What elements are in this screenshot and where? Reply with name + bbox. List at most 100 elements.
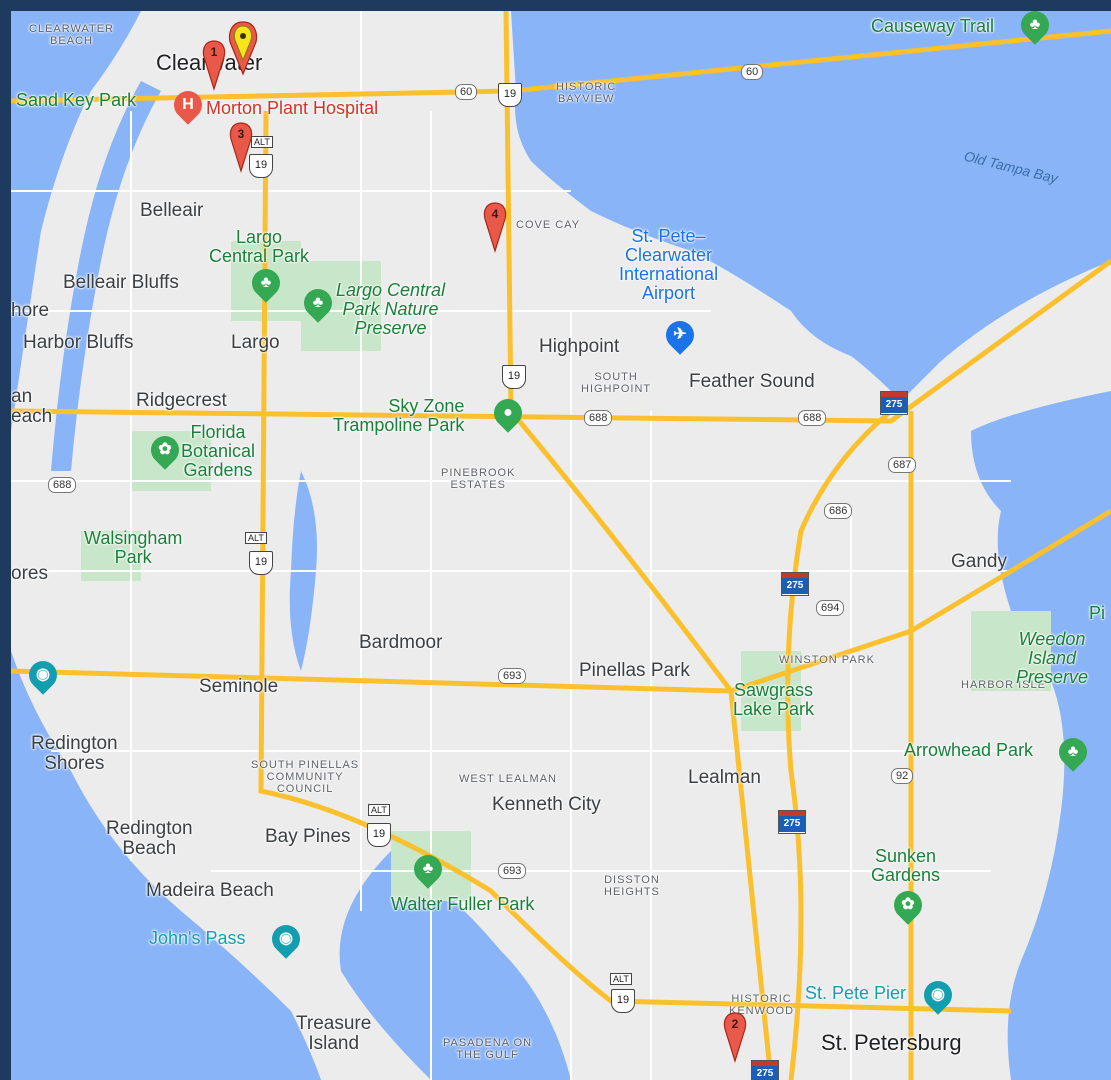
marker-3-label: 3 xyxy=(238,127,245,141)
route-92-shield: 92 xyxy=(891,768,914,784)
pier-camera-icon[interactable]: ◉ xyxy=(918,975,958,1015)
label-redington-beach: Redington Beach xyxy=(106,818,193,859)
label-walsingham-park[interactable]: Walsingham Park xyxy=(84,528,183,567)
map-canvas[interactable]: Clearwater St. Petersburg Largo Belleair… xyxy=(11,11,1111,1080)
label-pi-partial: Pi xyxy=(1089,603,1106,623)
arrowhead-tree-icon[interactable]: ♣ xyxy=(1053,732,1093,772)
sunken-gardens-icon[interactable]: ✿ xyxy=(888,885,928,925)
map-base-layer xyxy=(11,11,1111,1080)
i275-shield-mid: 275 xyxy=(781,572,809,596)
label-sawgrass-lake[interactable]: Sawgrass Lake Park xyxy=(733,680,815,719)
route-693-shield: 693 xyxy=(498,668,527,684)
label-harbor-isle: HARBOR ISLE xyxy=(961,679,1046,691)
alt-19-tag-bay-pines: ALT xyxy=(368,804,390,816)
label-clearwater-beach: CLEARWATER BEACH xyxy=(29,23,114,47)
label-seminole: Seminole xyxy=(199,676,279,697)
route-688-shield-west: 688 xyxy=(48,477,77,493)
label-largo-nature-preserve[interactable]: Largo Central Park Nature Preserve xyxy=(336,280,446,338)
label-bay-pines: Bay Pines xyxy=(265,826,351,847)
label-belleair-bluffs: Belleair Bluffs xyxy=(63,272,179,293)
label-pinellas-park: Pinellas Park xyxy=(579,660,690,681)
label-south-pinellas: SOUTH PINELLAS COMMUNITY COUNCIL xyxy=(251,759,360,795)
us-19-shield-bay-pines: 19 xyxy=(367,823,391,847)
park-tree-icon[interactable]: ♣ xyxy=(246,263,286,303)
label-morton-plant[interactable]: Morton Plant Hospital xyxy=(206,98,379,118)
alt-19-tag: ALT xyxy=(245,532,267,544)
label-ridgecrest: Ridgecrest xyxy=(136,390,227,411)
label-florida-botanical[interactable]: Florida Botanical Gardens xyxy=(181,422,256,480)
label-gandy: Gandy xyxy=(951,551,1007,572)
botanical-garden-icon[interactable]: ✿ xyxy=(145,430,185,470)
label-st-pete-pier[interactable]: St. Pete Pier xyxy=(805,983,907,1003)
alt-19-tag-north: ALT xyxy=(251,136,273,148)
label-feather-sound: Feather Sound xyxy=(689,371,815,392)
label-beach-partial: an each xyxy=(11,386,53,427)
label-treasure-island: Treasure Island xyxy=(296,1013,372,1054)
label-shore-partial: hore xyxy=(11,300,50,321)
label-walter-fuller[interactable]: Walter Fuller Park xyxy=(391,894,535,914)
sky-zone-pin-icon[interactable]: ● xyxy=(488,393,528,433)
label-weedon-island[interactable]: Weedon Island Preserve xyxy=(1015,629,1089,687)
label-causeway-trail[interactable]: Causeway Trail xyxy=(871,16,995,36)
label-largo-central-park[interactable]: Largo Central Park xyxy=(209,227,310,266)
label-historic-kenwood: HISTORIC KENWOOD xyxy=(729,993,795,1017)
label-arrowhead-park[interactable]: Arrowhead Park xyxy=(904,740,1034,760)
label-cove-cay: COVE CAY xyxy=(516,219,581,231)
route-688-shield: 688 xyxy=(584,410,613,426)
label-bardmoor: Bardmoor xyxy=(359,632,443,653)
marker-1[interactable]: 1 xyxy=(201,39,227,91)
label-belleair: Belleair xyxy=(140,200,204,221)
marker-3[interactable]: 3 xyxy=(228,121,254,173)
label-sunken-gardens[interactable]: Sunken Gardens xyxy=(871,846,941,885)
label-madeira-beach: Madeira Beach xyxy=(146,880,274,901)
walter-fuller-tree-icon[interactable]: ♣ xyxy=(408,849,448,889)
label-largo: Largo xyxy=(231,332,280,353)
hospital-icon[interactable]: H xyxy=(168,85,208,125)
route-693-shield-south: 693 xyxy=(498,863,527,879)
airport-icon[interactable]: ✈ xyxy=(660,315,700,355)
route-60-shield: 60 xyxy=(741,64,764,80)
label-sand-key-park[interactable]: Sand Key Park xyxy=(16,90,137,110)
label-pinebrook-estates: PINEBROOK ESTATES xyxy=(441,467,516,491)
i275-shield-north: 275 xyxy=(880,391,908,415)
route-60-shield-west: 60 xyxy=(455,84,478,100)
marker-2[interactable]: 2 xyxy=(722,1011,748,1063)
label-lealman: Lealman xyxy=(688,767,761,788)
johns-pass-camera-icon[interactable]: ◉ xyxy=(266,919,306,959)
marker-2-label: 2 xyxy=(732,1017,739,1031)
marker-selected[interactable] xyxy=(226,20,260,76)
label-west-lealman: WEST LEALMAN xyxy=(459,773,557,785)
route-686-shield: 686 xyxy=(824,503,853,519)
label-disston-heights: DISSTON HEIGHTS xyxy=(604,874,660,898)
us-19-shield: 19 xyxy=(498,83,522,107)
label-south-highpoint: SOUTH HIGHPOINT xyxy=(581,371,652,395)
route-694-shield: 694 xyxy=(816,600,845,616)
label-sky-zone[interactable]: Sky Zone Trampoline Park xyxy=(333,396,465,435)
nature-preserve-tree-icon[interactable]: ♣ xyxy=(298,283,338,323)
us-19-shield-alt-north: 19 xyxy=(249,154,273,178)
label-highpoint: Highpoint xyxy=(539,336,620,357)
label-pasadena: PASADENA ON THE GULF xyxy=(443,1037,533,1061)
us-19-shield-south: 19 xyxy=(611,989,635,1013)
marker-4[interactable]: 4 xyxy=(482,201,508,253)
marker-4-label: 4 xyxy=(492,207,499,221)
alt-19-tag-south: ALT xyxy=(610,973,632,985)
route-687-shield: 687 xyxy=(888,457,917,473)
i275-shield-bottom: 275 xyxy=(751,1060,779,1080)
label-st-petersburg: St. Petersburg xyxy=(821,1030,962,1055)
marker-1-label: 1 xyxy=(211,45,218,59)
label-ores-partial: ores xyxy=(11,563,48,584)
camera-icon[interactable]: ◉ xyxy=(23,655,63,695)
route-688-shield-east: 688 xyxy=(798,410,827,426)
i275-shield-south: 275 xyxy=(778,810,806,834)
label-airport[interactable]: St. Pete– Clearwater International Airpo… xyxy=(619,226,719,303)
label-redington-shores: Redington Shores xyxy=(31,733,118,774)
label-historic-bayview: HISTORIC BAYVIEW xyxy=(556,81,617,105)
label-winston-park: WINSTON PARK xyxy=(779,654,875,666)
label-kenneth-city: Kenneth City xyxy=(492,794,601,815)
us-19-shield-walsingham: 19 xyxy=(249,551,273,575)
us-19-shield-highpoint: 19 xyxy=(502,365,526,389)
label-johns-pass[interactable]: John's Pass xyxy=(149,928,246,948)
label-harbor-bluffs: Harbor Bluffs xyxy=(23,332,134,353)
